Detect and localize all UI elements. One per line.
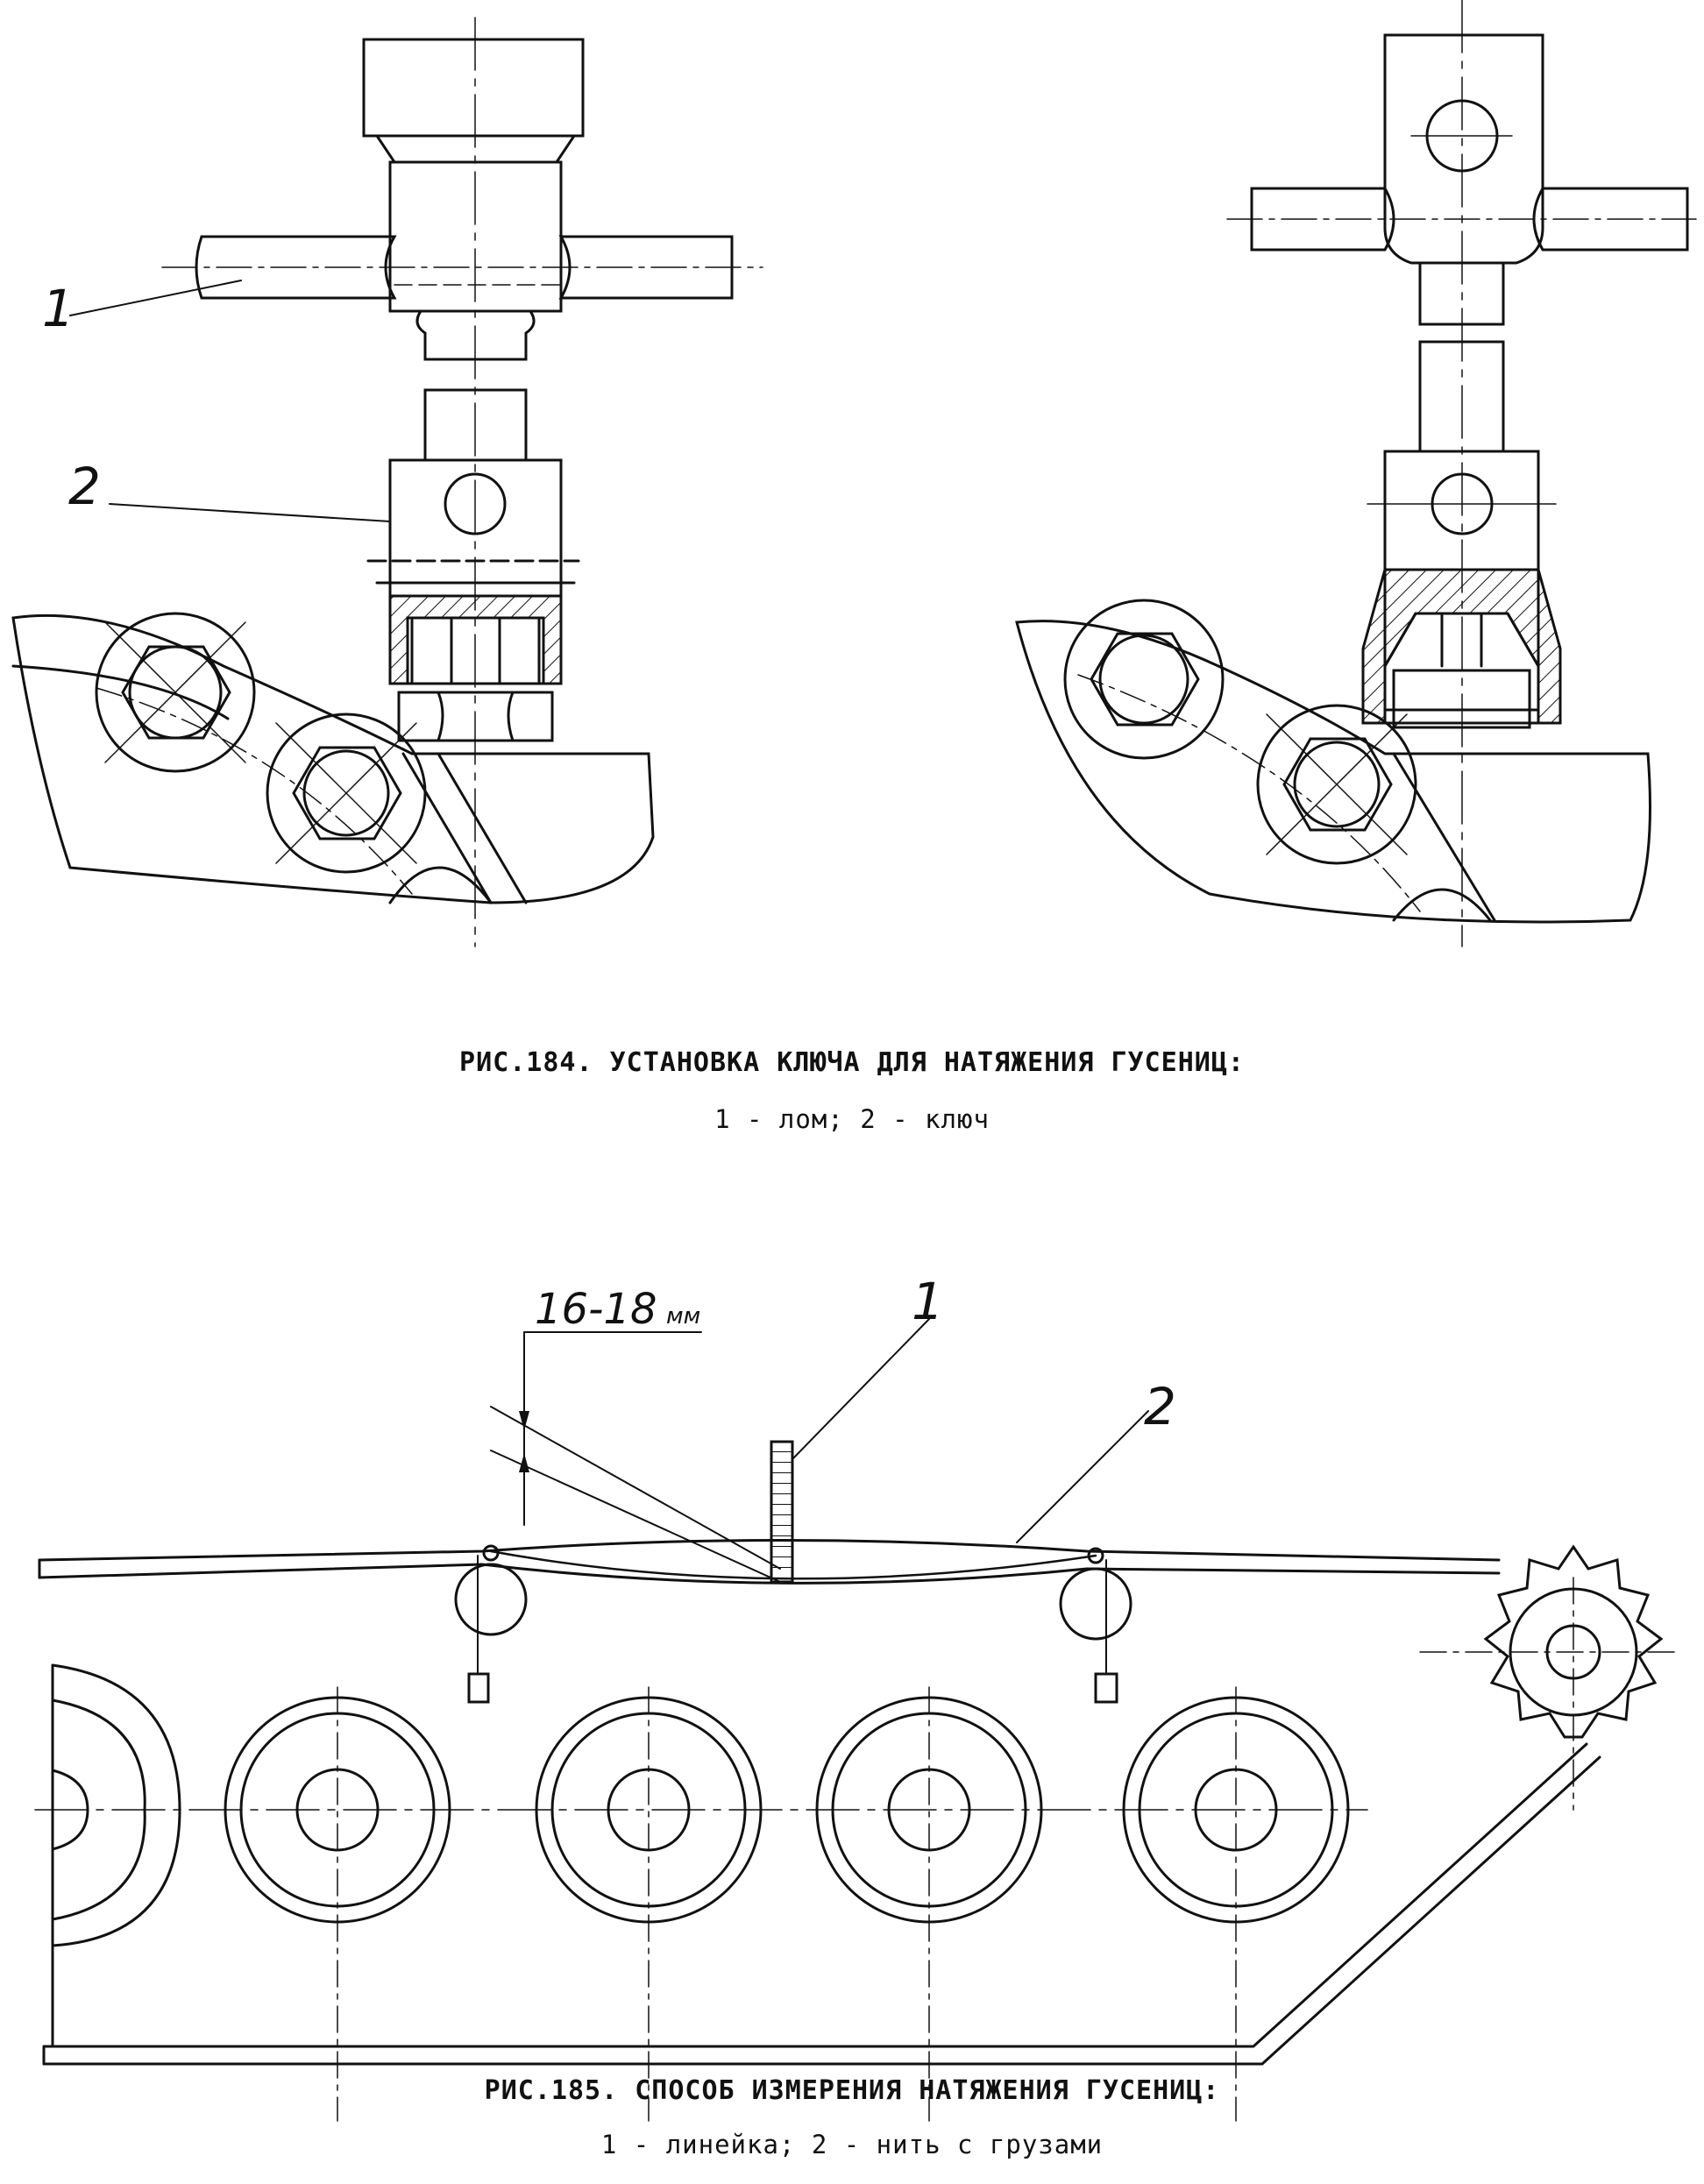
right-wrench-assembly xyxy=(1015,0,1697,947)
callout-2: 2 xyxy=(68,457,101,516)
callout-1: 1 xyxy=(42,279,75,338)
track-lower xyxy=(42,1742,1601,2066)
figure-185-caption-legend: 1 - линейка; 2 - нить с грузами xyxy=(600,2130,1104,2159)
ruler: 1 xyxy=(770,1272,944,1584)
figure-184: 1 2 РИС.184. УСТАНОВКА КЛЮЧА ДЛЯ НАТЯЖЕН… xyxy=(11,0,1697,1134)
figure-184-drawing: 1 2 xyxy=(11,0,1697,947)
figure-185: 16-18 мм 1 2 xyxy=(0,1157,1704,2184)
dimension-value: 16-18 xyxy=(535,1285,657,1334)
figure-184-caption-title: РИС.184. УСТАНОВКА КЛЮЧА ДЛЯ НАТЯЖЕНИЯ Г… xyxy=(459,1047,1245,1078)
callout-2: 2 xyxy=(1144,1377,1176,1436)
figure-185-drawing: 16-18 мм 1 2 xyxy=(34,1272,1679,2122)
tension-dimension: 16-18 мм xyxy=(490,1285,781,1583)
crowbar xyxy=(161,235,763,300)
left-wrench-assembly xyxy=(11,17,763,947)
support-rollers xyxy=(454,1563,1132,1641)
track-upper xyxy=(38,1539,1501,1585)
callout-1: 1 xyxy=(912,1272,944,1331)
road-wheels xyxy=(34,1663,1368,2122)
dimension-unit: мм xyxy=(666,1303,700,1330)
figure-184-caption-legend: 1 - лом; 2 - ключ xyxy=(714,1104,990,1134)
wrench-key xyxy=(366,458,580,685)
figure-185-caption-title: РИС.185. СПОСОБ ИЗМЕРЕНИЯ НАТЯЖЕНИЯ ГУСЕ… xyxy=(484,2075,1220,2106)
string-with-weights: 2 xyxy=(467,1377,1176,1704)
drive-sprocket xyxy=(1419,1544,1679,1811)
